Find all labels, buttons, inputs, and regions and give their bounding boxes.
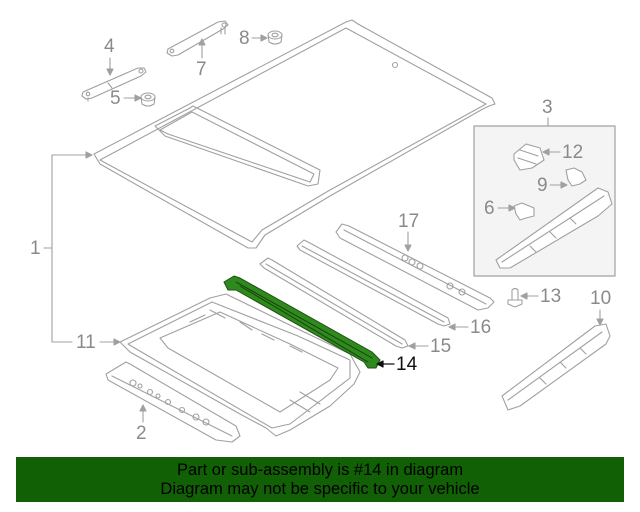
callout-5[interactable]: 5 [110,88,121,109]
callout-11[interactable]: 11 [76,332,96,353]
bracket-part-4[interactable] [81,67,147,102]
callout-14-highlighted[interactable]: 14 [396,354,418,375]
banner-line-disclaimer: Diagram may not be specific to your vehi… [160,480,480,498]
callout-4[interactable]: 4 [104,36,115,57]
banner-line-part-number: Part or sub-assembly is #14 in diagram [176,461,464,479]
callout-1[interactable]: 1 [30,238,41,259]
bolt-part-13[interactable] [507,287,523,308]
callout-7[interactable]: 7 [196,59,207,80]
roof-panel-part-1[interactable] [93,19,496,249]
leader-line-14 [376,360,395,368]
roof-bow-part-15[interactable] [259,257,409,349]
leader-lines [43,34,604,423]
callout-8[interactable]: 8 [239,28,250,49]
callout-2[interactable]: 2 [136,423,147,444]
callout-9[interactable]: 9 [537,175,548,196]
inner-rail-group-3[interactable] [495,187,613,269]
grommet-part-8[interactable] [267,30,283,45]
grommet-part-5[interactable] [140,92,156,107]
callout-10[interactable]: 10 [590,288,612,309]
side-rail-part-10[interactable] [501,323,611,411]
bracket-part-6[interactable] [513,202,535,221]
bracket-part-9[interactable] [565,167,587,187]
callout-12[interactable]: 12 [562,142,584,163]
callout-15[interactable]: 15 [430,336,452,357]
front-header-part-2[interactable] [105,361,241,443]
sunroof-frame-part-11[interactable] [119,293,361,437]
callout-17[interactable]: 17 [398,211,420,232]
roof-bow-part-16[interactable] [296,239,451,327]
bracket-part-7[interactable] [166,20,229,57]
bracket-part-12[interactable] [513,143,545,171]
callout-13[interactable]: 13 [540,286,562,307]
roof-bow-part-14-highlighted[interactable] [223,275,381,369]
callout-6[interactable]: 6 [484,198,495,219]
callout-3[interactable]: 3 [542,97,553,118]
roof-bow-part-17[interactable] [335,223,495,311]
callout-16[interactable]: 16 [470,317,492,338]
info-banner: Part or sub-assembly is #14 in diagram D… [16,457,624,502]
